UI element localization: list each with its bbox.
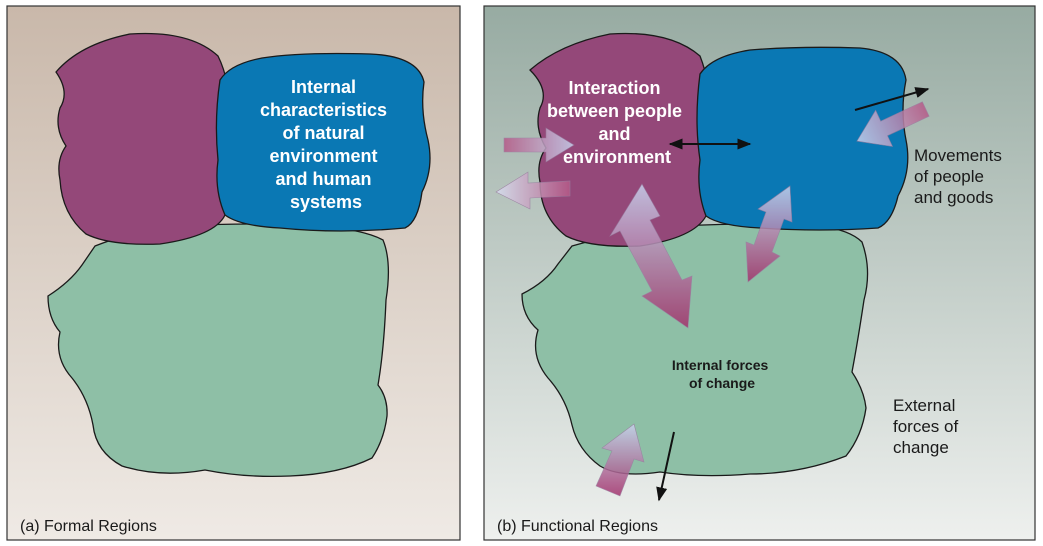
interaction-arrow-blue-green (745, 185, 793, 283)
incoming-arrow-green (595, 423, 645, 497)
external-forces-line-2: forces of (893, 417, 958, 436)
blue-region-b (696, 46, 909, 231)
panel-formal-regions: Internal characteristics of natural envi… (6, 5, 461, 541)
blue-label-line-5: and human (275, 169, 371, 189)
interaction-arrow-purple-green (609, 183, 693, 329)
blue-label-line-2: characteristics (260, 100, 387, 120)
incoming-arrow-blue (856, 101, 930, 147)
panel-b-frame (483, 5, 1036, 541)
outgoing-arrow-green (656, 431, 675, 502)
blue-region-a-label: Internal characteristics of natural envi… (260, 77, 392, 212)
blue-label-line-4: environment (269, 146, 377, 166)
thick-arrows (495, 101, 930, 497)
purple-label-line-2: between people (547, 101, 682, 121)
movements-line-3: and goods (914, 188, 993, 207)
purple-region-b-label: Interaction between people and environme… (547, 78, 687, 167)
green-region-a (47, 223, 390, 478)
panel-functional-regions: Interaction between people and environme… (483, 5, 1036, 541)
incoming-arrow-purple (503, 127, 575, 163)
purple-label-line-3: and (598, 124, 630, 144)
movements-line-2: of people (914, 167, 984, 186)
internal-forces-line-1: Internal forces (672, 357, 769, 373)
internal-forces-label: Internal forces of change (672, 357, 772, 391)
blue-region-a (215, 52, 431, 232)
blue-label-line-6: systems (290, 192, 362, 212)
blue-label-line-1: Internal (291, 77, 356, 97)
purple-region-a (55, 32, 232, 245)
thin-arrows (656, 87, 930, 502)
external-forces-line-3: change (893, 438, 949, 457)
internal-forces-line-2: of change (689, 375, 755, 391)
panel-a-frame (6, 5, 461, 541)
movements-label: Movements of people and goods (914, 146, 1007, 207)
external-forces-line-1: External (893, 396, 955, 415)
panel-a-caption: (a) Formal Regions (20, 518, 157, 535)
outgoing-arrow-blue (854, 87, 930, 111)
blue-label-line-3: of natural (282, 123, 364, 143)
outgoing-arrow-purple (495, 171, 571, 210)
external-forces-label: External forces of change (893, 396, 963, 457)
purple-label-line-4: environment (563, 147, 671, 167)
movements-line-1: Movements (914, 146, 1002, 165)
panel-b-caption: (b) Functional Regions (497, 518, 658, 535)
purple-label-line-1: Interaction (568, 78, 660, 98)
